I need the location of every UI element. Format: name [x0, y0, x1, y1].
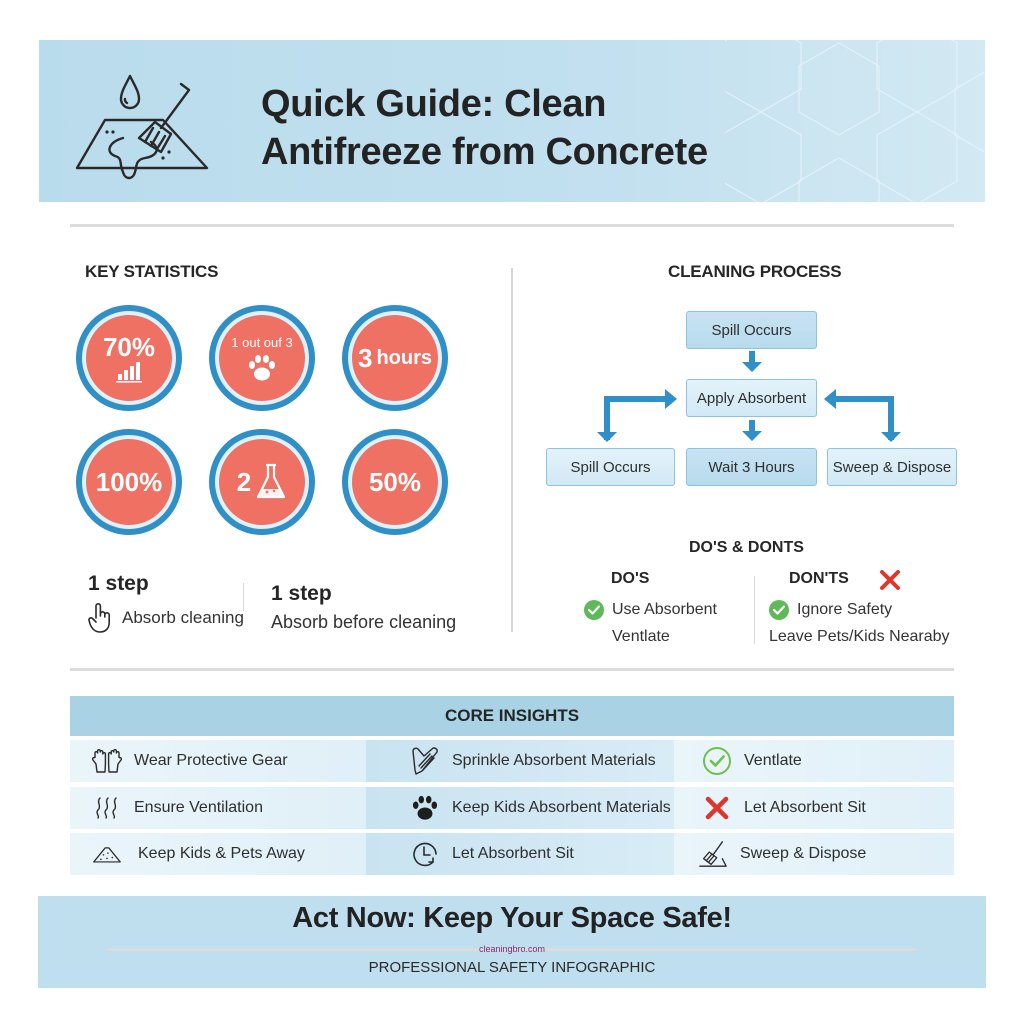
dos-item: Ventlate: [612, 628, 670, 645]
process-step-apply-absorbent: Apply Absorbent: [686, 379, 817, 417]
sprinkle-glove-icon: [410, 746, 440, 776]
insight-cell: Sweep & Dispose: [674, 833, 954, 875]
insight-cell: Ventlate: [674, 740, 954, 782]
core-insights-title: CORE INSIGHTS: [70, 696, 954, 736]
red-x-icon: [880, 570, 900, 590]
flask-icon: [257, 463, 286, 499]
process-arrows: [597, 351, 901, 442]
stat-badge: 50%: [342, 429, 448, 535]
check-icon: [584, 600, 604, 620]
footer-divider: [108, 948, 916, 951]
stat-badge: 100%: [76, 429, 182, 535]
check-icon: [769, 600, 789, 620]
broom-dustpan-icon: [698, 839, 728, 869]
divider-middle: [70, 668, 954, 671]
dos-item: Use Absorbent: [584, 600, 717, 620]
hexagon-pattern: [725, 40, 985, 202]
watermark: cleaningbro.com: [478, 944, 546, 954]
gloves-icon: [92, 746, 122, 776]
dos-donts-title: DO'S & DONTS: [689, 539, 804, 556]
insight-cell: Keep Kids & Pets Away: [70, 833, 366, 875]
divider-top: [70, 224, 954, 227]
donts-heading: DON'TS: [789, 570, 849, 587]
key-statistics-title: KEY STATISTICS: [85, 262, 219, 281]
powder-pile-icon: [92, 839, 122, 869]
stat-badge: 1 out ouf 3: [209, 305, 315, 411]
footer-banner: Act Now: Keep Your Space Safe! cleaningb…: [38, 896, 986, 988]
insight-cell: Ensure Ventilation: [70, 787, 366, 829]
process-step-wait: Wait 3 Hours: [686, 448, 817, 486]
insight-cell: Sprinkle Absorbent Materials: [366, 740, 674, 782]
insight-cell: Let Absorbent Sit: [366, 833, 674, 875]
footer-subtitle: PROFESSIONAL SAFETY INFOGRAPHIC: [368, 959, 656, 976]
cleaning-process-title: CLEANING PROCESS: [668, 262, 842, 281]
bar-chart-icon: [116, 362, 142, 383]
call-to-action: Act Now: Keep Your Space Safe!: [292, 902, 732, 934]
check-circle-icon: [702, 746, 732, 776]
page-title: Quick Guide: Clean Antifreeze from Concr…: [261, 83, 708, 173]
stat-badge: 70%: [76, 305, 182, 411]
donts-item: Leave Pets/Kids Nearaby: [769, 628, 950, 645]
donts-item: Ignore Safety: [769, 600, 892, 620]
step-block: 1 step Absorb before cleaning: [271, 582, 457, 632]
process-step-spill-occurs: Spill Occurs: [686, 311, 817, 349]
paw-icon: [249, 354, 275, 380]
insight-cell: Let Absorbent Sit: [674, 787, 954, 829]
insight-cell: Wear Protective Gear: [70, 740, 366, 782]
clock-icon: [410, 839, 440, 869]
process-step-sweep: Sweep & Dispose: [827, 448, 957, 486]
header-banner: Quick Guide: Clean Antifreeze from Concr…: [39, 40, 985, 202]
dos-donts-divider: [754, 576, 755, 644]
column-divider: [511, 268, 513, 632]
step-divider: [243, 583, 244, 611]
ventilation-waves-icon: [92, 793, 122, 823]
red-x-icon: [702, 793, 732, 823]
process-step-spill-occurs-left: Spill Occurs: [546, 448, 675, 486]
dos-heading: DO'S: [611, 570, 650, 587]
insight-cell: Keep Kids Absorbent Materials: [366, 787, 674, 829]
paw-icon: [410, 793, 440, 823]
stat-badge: 2: [209, 429, 315, 535]
spill-brush-icon: [75, 74, 209, 180]
step-block: 1 step Absorb cleaning: [88, 572, 244, 634]
hand-pointer-icon: [88, 603, 110, 633]
